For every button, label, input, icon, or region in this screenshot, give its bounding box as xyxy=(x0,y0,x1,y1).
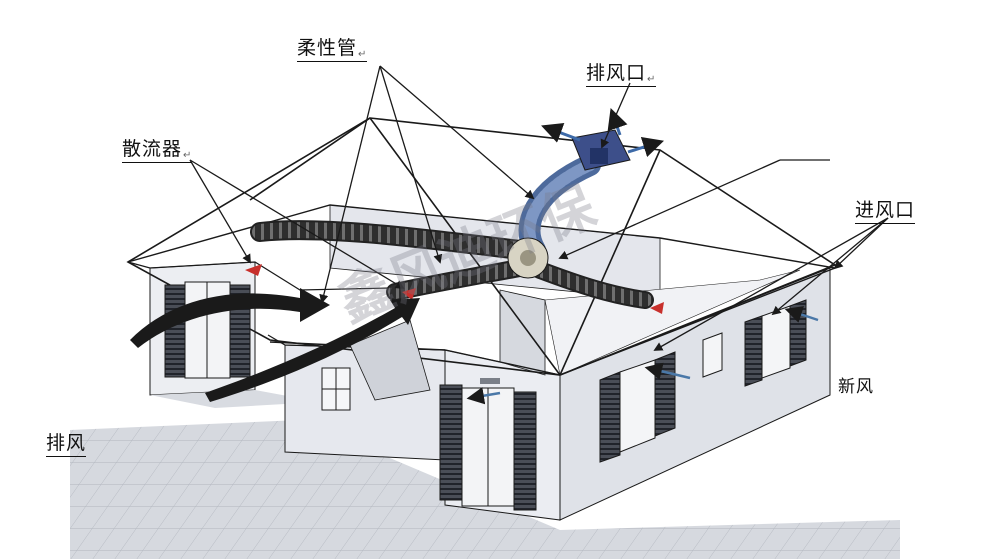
roof-exhaust-unit xyxy=(541,108,665,171)
label-fresh-air: 新风 xyxy=(838,377,874,397)
front-door-shutters xyxy=(439,378,537,511)
label-flexible-duct: 柔性管↵ xyxy=(297,33,368,62)
return-mark-icon: ↵ xyxy=(358,49,368,60)
fresh-air-arrows xyxy=(466,306,819,405)
label-diffuser-text: 散流器 xyxy=(122,138,183,160)
floor-tiles xyxy=(70,420,900,559)
exhaust-swoosh-arrows xyxy=(130,288,420,402)
label-exhaust: 排风 xyxy=(46,428,87,457)
diffusers xyxy=(245,264,664,314)
return-mark-icon: ↵ xyxy=(647,74,657,85)
label-exhaust-outlet: 排风口↵ xyxy=(586,58,657,87)
left-wing-floor xyxy=(150,390,320,408)
window-front-left xyxy=(321,367,351,411)
stairs xyxy=(349,319,431,401)
label-intake-vent: 进风口 xyxy=(855,195,916,224)
return-mark-icon: ↵ xyxy=(183,150,193,161)
central-unit xyxy=(507,237,549,279)
label-flexible-duct-text: 柔性管 xyxy=(297,37,358,59)
label-diffuser: 散流器↵ xyxy=(122,134,193,163)
interior-wall-mid xyxy=(499,289,546,376)
leader-lines xyxy=(189,65,889,351)
label-exhaust-outlet-text: 排风口 xyxy=(586,62,647,84)
